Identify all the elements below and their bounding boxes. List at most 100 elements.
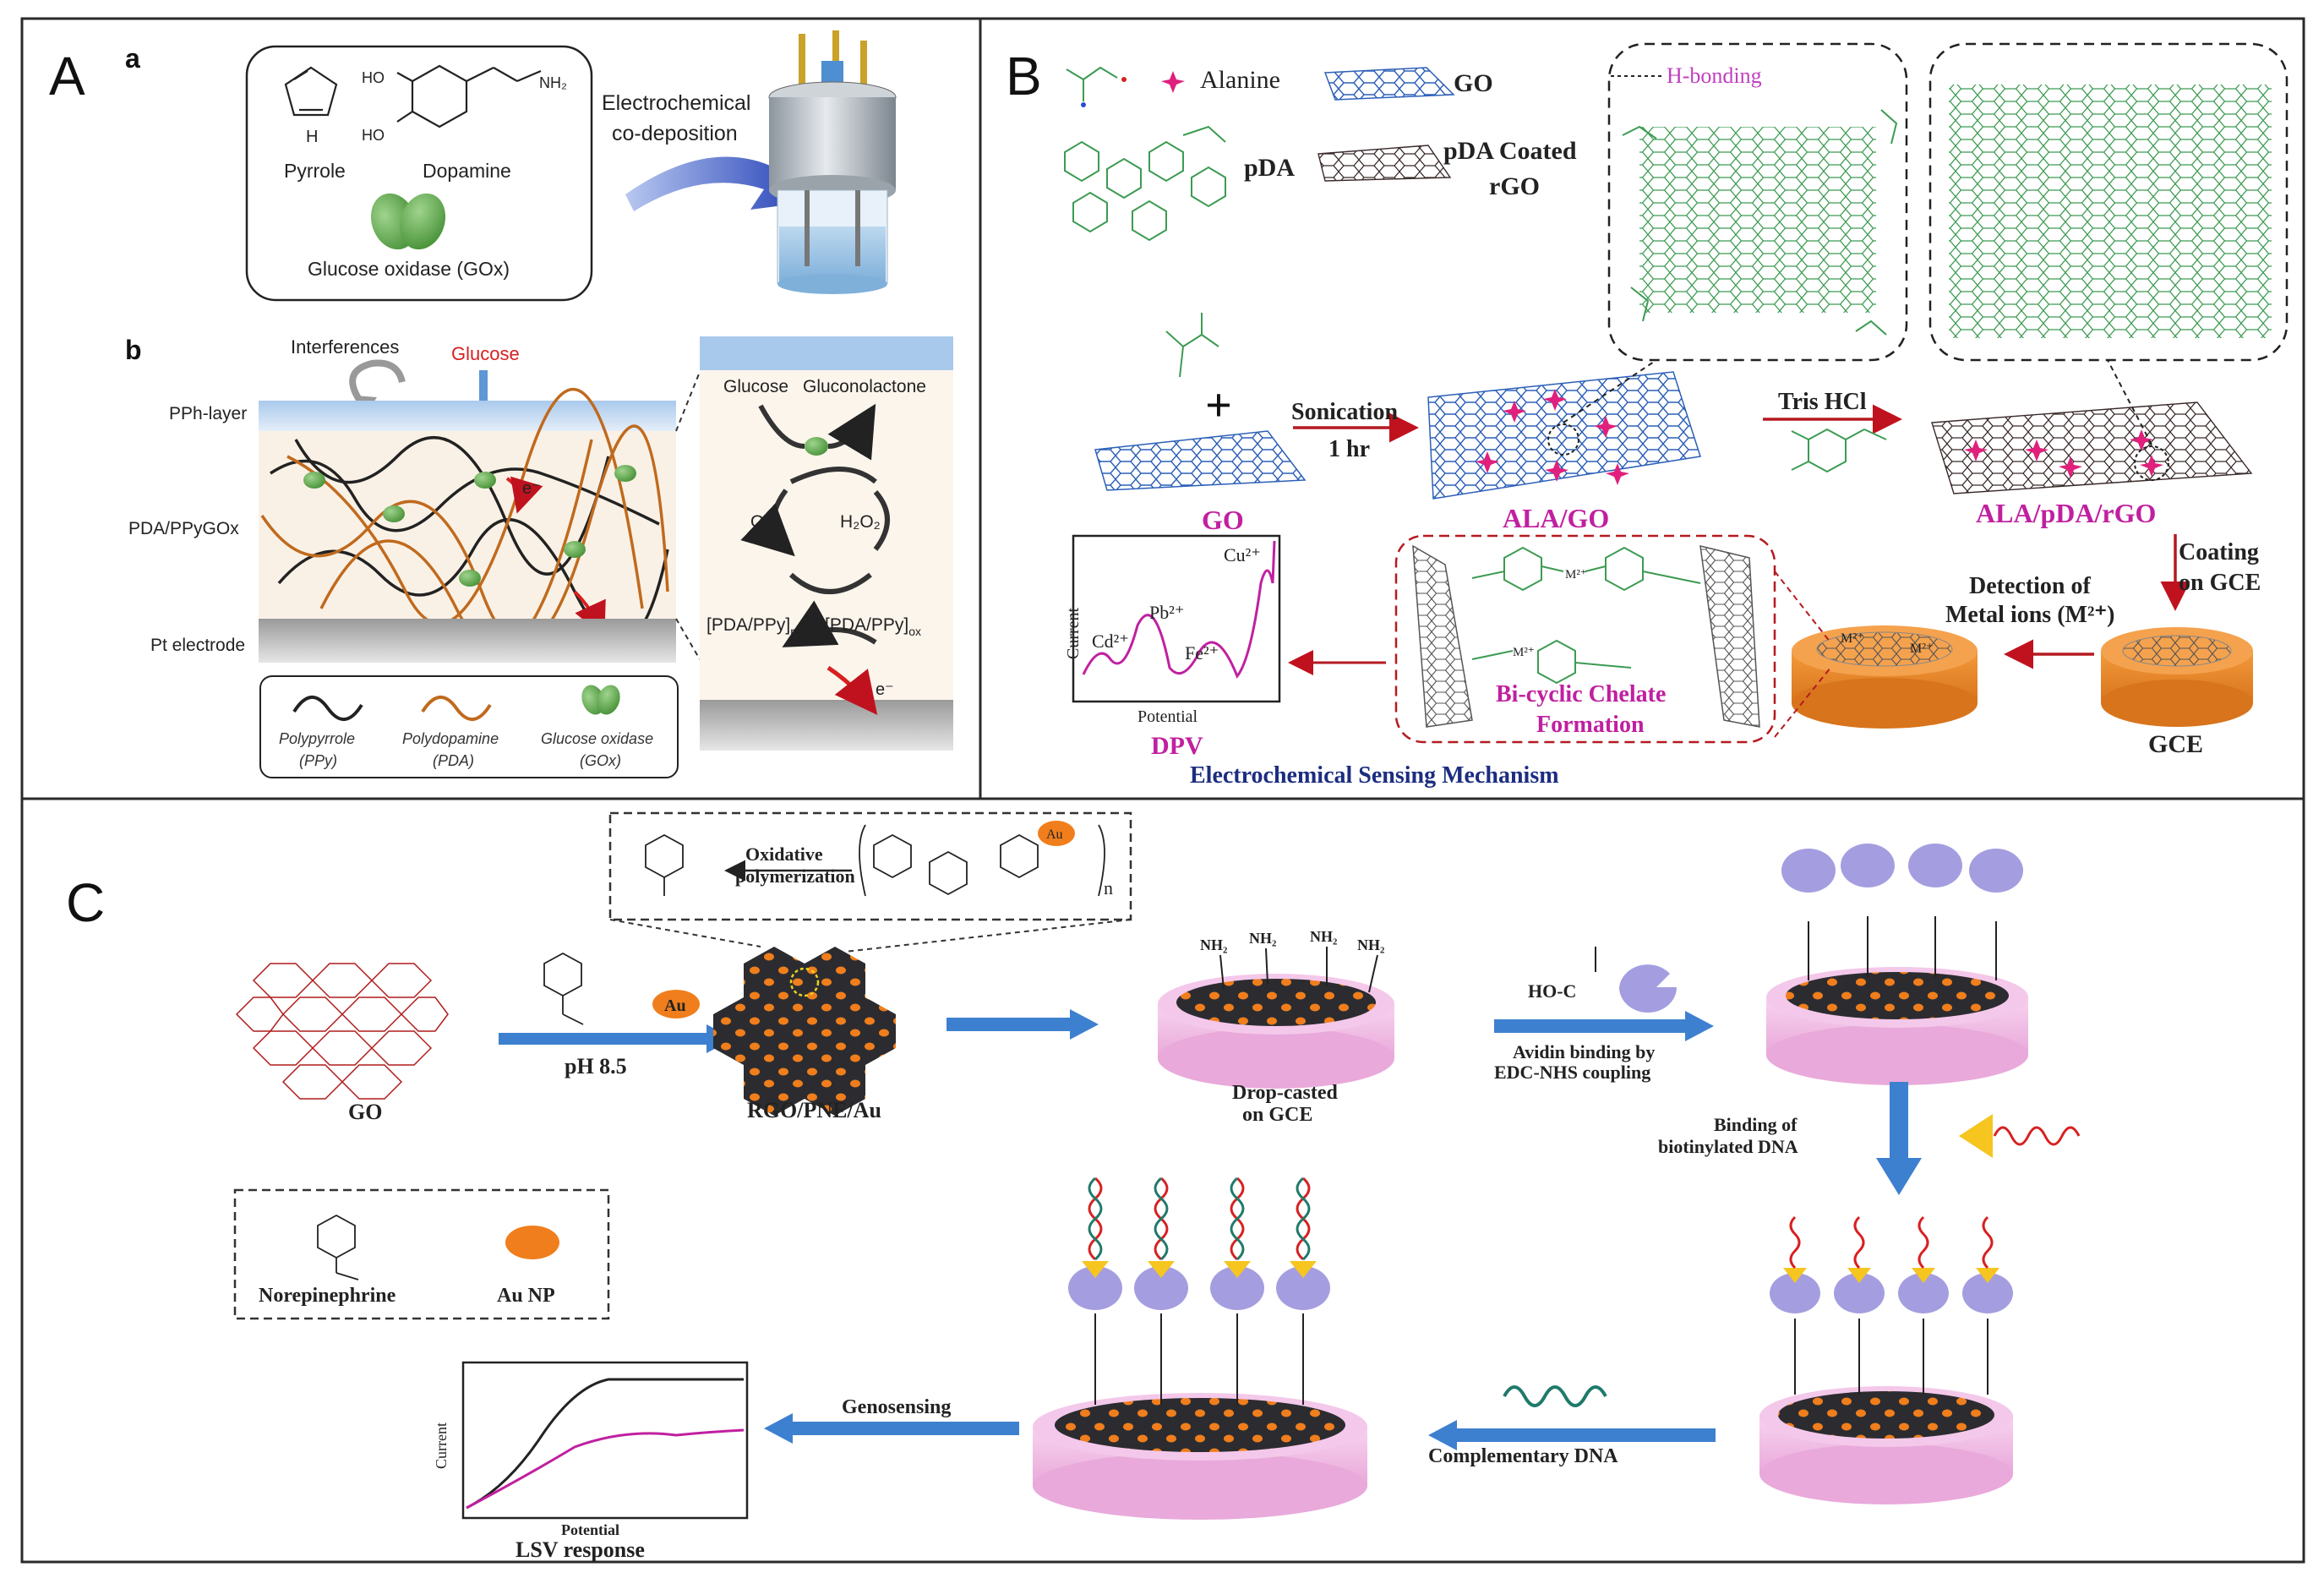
lsv-x-axis-label: Potential [561,1521,619,1538]
ph-label: pH 8.5 [565,1054,627,1078]
dopamine-ho-2: HO [362,127,385,144]
cycle-panel [700,370,953,700]
chelate-sheet-right [1699,545,1760,728]
pph-layer [259,401,676,431]
pyrrole-structure [284,66,338,117]
panel-a-letter: A [49,46,85,106]
oxidative-label-1: Oxidative [745,844,823,865]
dpv-y-axis-label: Current [1064,607,1083,659]
au-np-legend-label: Au NP [497,1285,555,1307]
coating-label-1: Coating [2179,539,2259,565]
panel-b-letter: B [1006,46,1042,106]
ala-pda-rgo-sheet [1931,401,2253,494]
binding-arrow-shaft [1890,1082,1908,1161]
complementary-arrow-shaft [1454,1428,1716,1442]
dpv-label: DPV [1151,732,1203,760]
cycle-gox-icon [805,437,828,456]
box-au-label: Au [1046,827,1063,842]
pda-polymer-molecule [1064,125,1226,242]
lsv-plot-frame [461,1361,749,1520]
ala-pda-rgo-label: ALA/pDA/rGO [1976,498,2156,528]
interferences-label: Interferences [291,336,399,358]
lsv-y-axis-label: Current [433,1422,450,1469]
reagents-box [245,45,593,302]
electro-label-1: Electrochemical [602,91,750,115]
dopamine-structure [396,64,542,128]
go-legend-label: GO [1454,69,1493,97]
dopamine-nh2: NH₂ [539,74,567,91]
chelate-m2-label-2: M²⁺ [1513,646,1535,659]
gox-particles [303,465,636,587]
polymer-n-label: n [1104,877,1113,898]
norepinephrine-legend-label: Norepinephrine [259,1285,396,1307]
pt-electrode-label: Pt electrode [150,636,245,655]
chelate-label-2: Formation [1536,712,1645,738]
gce-m2-label-2: M²⁺ [1910,642,1933,656]
oxidative-label-2: polymerization [735,865,855,887]
chelate-structure [1471,546,1701,685]
genosensing-label: Genosensing [842,1396,951,1418]
cycle-gluconolactone-label: Gluconolactone [803,377,926,396]
chelate-m2-label-1: M²⁺ [1565,568,1587,582]
cycle-electron-label: e⁻ [876,680,894,699]
avidin-gce-disk [1766,844,2028,1085]
h2o2-label: H₂O₂ [840,512,881,532]
biotin-icon [1959,1114,1993,1158]
probe-dna-gce-disk [1759,1215,2013,1504]
figure-border [20,17,2305,1564]
subpanel-b-letter: b [125,335,142,365]
alanine-label: Alanine [1200,66,1280,94]
complementary-dna-label: Complementary DNA [1428,1445,1618,1467]
au-np-legend-icon [505,1226,559,1259]
pph-layer-label: PPh-layer [169,404,247,423]
ala-go-label: ALA/GO [1503,503,1609,533]
pda-coated-label-1: pDA Coated [1443,137,1577,165]
dopamine-ho-1: HO [362,69,385,86]
pyrrole-label: Pyrrole [284,160,346,182]
legend-ppy-label-1: Polypyrrole [279,730,355,747]
au-label: Au [664,997,686,1015]
panel-c: C GO Au pH 8.5 [66,811,2081,1562]
panel-a: A a H Pyrrole HO HO NH₂ Dopamine Gl [49,30,953,778]
legend-gox-icon [581,685,620,715]
au-nanoparticle-icon [652,990,700,1018]
ph-arrow-shaft [499,1033,710,1045]
dpv-x-axis-label: Potential [1137,707,1198,726]
go-sheet-icon [1323,67,1455,101]
dropcast-gce-disk [1158,974,1394,1089]
pda-rgo-sheet [1949,85,2272,338]
cycle-electron-arrow [826,665,878,715]
alanine-molecule [1066,66,1127,107]
chelate-sheet-left [1412,544,1473,728]
ala-go-stars [1476,389,1629,485]
sensing-mechanism-label: Electrochemical Sensing Mechanism [1190,762,1559,789]
hybridized-gce-disk [1033,1177,1367,1520]
cycle-top-layer [700,336,953,370]
interference-arrow [349,359,406,408]
ssdna-probe-icon [1993,1126,2081,1146]
panel-b: B Alanine GO pDA pDA Coated rGO H-bon [1006,42,2289,789]
electro-label-2: co-deposition [612,122,738,145]
dpv-cu-peak-label: Cu²⁺ [1224,544,1261,565]
gce-electrode-right [2101,627,2253,727]
legend-ppy-swatch [292,696,363,721]
legend-pda-swatch [421,696,492,721]
gox-icon [370,193,446,250]
electron-transfer-arrow-1 [505,476,543,514]
cooh-label: HO-C [1528,980,1576,1002]
electrochemical-cell [768,30,897,294]
go-hexagon-sheet [235,963,449,1100]
alanine-reactant-molecule [1165,313,1219,378]
avidin-arrow-shaft [1494,1019,1688,1033]
dropcast-nh2-2: NH₂ [1249,930,1276,947]
legend-gox-label-1: Glucose oxidase [541,730,653,747]
avidin-label-1: Avidin binding by [1513,1041,1655,1062]
o2-label: O₂ [750,512,772,532]
h-bonding-zoom-box [1607,42,1908,362]
go-reactant-label: GO [1202,505,1244,535]
pda-ppy-ox-label: [PDA/PPy]ox [825,615,921,638]
norepinephrine-legend-structure [317,1214,359,1280]
sonication-time-label: 1 hr [1328,436,1370,462]
gce-m2-label-1: M²⁺ [1841,631,1863,646]
